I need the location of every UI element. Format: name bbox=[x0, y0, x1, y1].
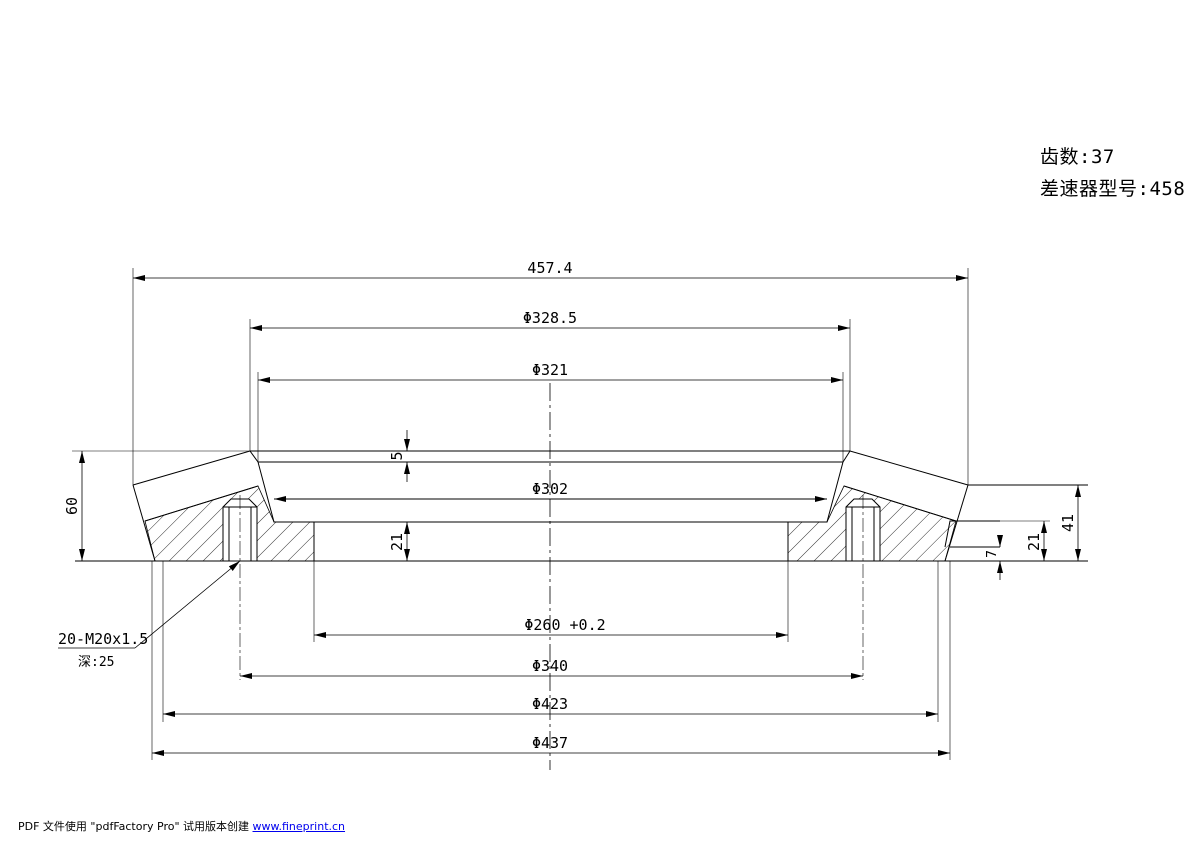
dim-d328: Φ328.5 bbox=[523, 309, 577, 327]
dim-d423: Φ423 bbox=[532, 695, 568, 713]
dim-height-60: 60 bbox=[63, 497, 81, 515]
dim-d437: Φ437 bbox=[532, 734, 568, 752]
callout-depth: 深:25 bbox=[78, 655, 114, 670]
dim-d302: Φ302 bbox=[532, 480, 568, 498]
footer-link[interactable]: www.fineprint.cn bbox=[252, 820, 346, 833]
dim-d260: Φ260 +0.2 bbox=[524, 616, 605, 634]
dim-d340: Φ340 bbox=[532, 657, 568, 675]
tapped-holes bbox=[222, 498, 881, 562]
dim-d321: Φ321 bbox=[532, 361, 568, 379]
teeth-count-label: 齿数:37 bbox=[1040, 146, 1115, 168]
model-label: 差速器型号:458 bbox=[1040, 178, 1186, 200]
callout-thread: 20-M20x1.5 bbox=[58, 630, 148, 648]
dim-step-5: 5 bbox=[388, 451, 406, 460]
dim-depth-21-center: 21 bbox=[388, 533, 406, 551]
dim-height-41: 41 bbox=[1059, 514, 1077, 532]
dim-depth-21-right: 21 bbox=[1025, 533, 1043, 551]
dimension-lines bbox=[58, 275, 1081, 756]
dim-small-7: 7 bbox=[985, 550, 1000, 558]
dim-outer-width: 457.4 bbox=[527, 259, 572, 277]
footer-text: PDF 文件使用 "pdfFactory Pro" 试用版本创建 bbox=[18, 820, 250, 833]
footer: PDF 文件使用 "pdfFactory Pro" 试用版本创建 www.fin… bbox=[18, 818, 345, 834]
extension-lines bbox=[72, 268, 1050, 760]
